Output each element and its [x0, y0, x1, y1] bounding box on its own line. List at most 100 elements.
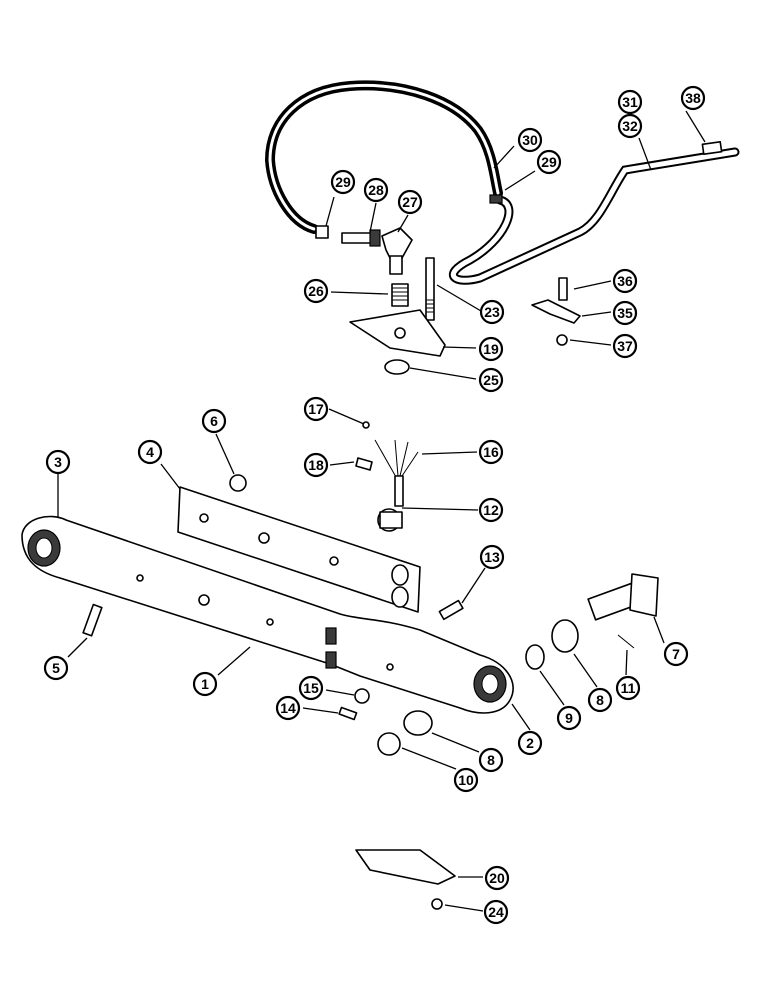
svg-text:37: 37: [617, 338, 633, 354]
nut-part: [354, 688, 370, 704]
pin-part: [587, 573, 659, 621]
callout-19: 19: [478, 336, 504, 362]
valve-fitting-part: [341, 227, 413, 275]
bolt-part: [558, 277, 568, 301]
callout-11: 11: [615, 675, 641, 701]
svg-text:7: 7: [672, 646, 680, 662]
nut-part: [229, 474, 247, 492]
plate-part: [177, 486, 421, 613]
callout-36: 36: [612, 268, 638, 294]
callout-18: 18: [303, 452, 329, 478]
nut-part: [431, 898, 443, 910]
svg-text:13: 13: [484, 549, 500, 565]
nut-part: [556, 334, 568, 346]
callout-26: 26: [303, 278, 329, 304]
castle-nut-part: [377, 732, 401, 756]
washer-part: [551, 619, 579, 653]
callout-8: 8: [478, 747, 504, 773]
svg-text:30: 30: [522, 132, 538, 148]
svg-text:5: 5: [52, 660, 60, 676]
callout-23: 23: [479, 299, 505, 325]
callout-15: 15: [298, 675, 324, 701]
callout-10: 10: [453, 767, 479, 793]
svg-text:16: 16: [483, 444, 499, 460]
callout-9: 9: [556, 705, 582, 731]
svg-text:23: 23: [484, 304, 500, 320]
callout-3: 3: [45, 449, 71, 475]
callout-1: 1: [192, 671, 218, 697]
svg-text:28: 28: [368, 182, 384, 198]
callout-25: 25: [478, 367, 504, 393]
clip-part: [315, 225, 329, 239]
washer-part: [403, 710, 433, 736]
callout-14: 14: [275, 695, 301, 721]
callout-38: 38: [680, 85, 706, 111]
stud-part: [338, 706, 358, 721]
washer-part: [525, 644, 545, 670]
tube-part: [449, 140, 740, 285]
callout-7: 7: [663, 641, 689, 667]
svg-text:12: 12: [483, 502, 499, 518]
svg-text:24: 24: [488, 904, 504, 920]
callout-4: 4: [137, 439, 163, 465]
svg-text:8: 8: [487, 752, 495, 768]
svg-text:9: 9: [565, 710, 573, 726]
svg-text:20: 20: [489, 870, 505, 886]
svg-text:38: 38: [685, 90, 701, 106]
callout-32: 32: [617, 113, 643, 139]
callout-13: 13: [479, 544, 505, 570]
callout-17: 17: [303, 396, 329, 422]
svg-text:25: 25: [483, 372, 499, 388]
callout-35: 35: [612, 300, 638, 326]
callout-29: 29: [330, 169, 356, 195]
callout-6: 6: [201, 408, 227, 434]
washer-part: [384, 359, 410, 375]
callout-31: 31: [617, 89, 643, 115]
callout-12: 12: [478, 497, 504, 523]
callout-8: 8: [587, 687, 613, 713]
svg-text:3: 3: [54, 454, 62, 470]
spring-part: [391, 283, 409, 307]
svg-text:18: 18: [308, 457, 324, 473]
svg-text:35: 35: [617, 305, 633, 321]
callout-5: 5: [43, 655, 69, 681]
callout-20: 20: [484, 865, 510, 891]
link-arm-part: [21, 515, 514, 714]
svg-text:1: 1: [201, 676, 209, 692]
svg-text:26: 26: [308, 283, 324, 299]
svg-text:11: 11: [621, 680, 636, 696]
svg-text:29: 29: [541, 154, 557, 170]
callout-27: 27: [397, 189, 423, 215]
callout-28: 28: [363, 177, 389, 203]
callout-30: 30: [517, 127, 543, 153]
svg-text:15: 15: [303, 680, 319, 696]
svg-text:4: 4: [146, 444, 154, 460]
clamp-part: [531, 299, 581, 324]
svg-text:29: 29: [335, 174, 351, 190]
callout-2: 2: [517, 730, 543, 756]
svg-text:17: 17: [308, 401, 324, 417]
bolt-part: [438, 599, 464, 621]
svg-text:32: 32: [622, 118, 638, 134]
cotter-pin-part: [617, 634, 635, 649]
long-bolt-part: [425, 257, 435, 321]
svg-text:14: 14: [280, 700, 296, 716]
svg-text:6: 6: [210, 413, 218, 429]
callout-16: 16: [478, 439, 504, 465]
svg-text:36: 36: [617, 273, 633, 289]
svg-text:8: 8: [596, 692, 604, 708]
hose-part: [264, 80, 503, 234]
callout-29: 29: [536, 149, 562, 175]
svg-text:31: 31: [622, 94, 638, 110]
svg-text:27: 27: [402, 194, 418, 210]
bolt-part: [82, 603, 103, 637]
callout-24: 24: [483, 899, 509, 925]
svg-text:2: 2: [526, 735, 534, 751]
plate-part: [355, 849, 456, 885]
sensor-harness-part: [355, 421, 419, 532]
svg-text:10: 10: [458, 772, 474, 788]
callout-37: 37: [612, 333, 638, 359]
leader-lines: [57, 110, 706, 912]
svg-text:19: 19: [483, 341, 499, 357]
